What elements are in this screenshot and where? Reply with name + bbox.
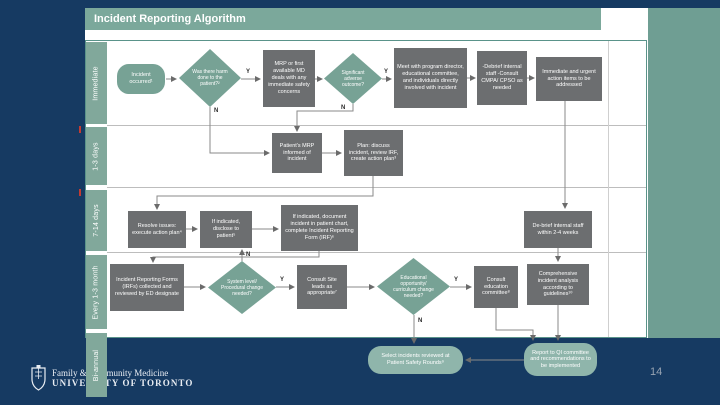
uoft-crest-icon <box>31 365 46 391</box>
node-debrief-consult-cmpa: -Debrief internal staff -Consult CMPA/ C… <box>477 51 527 105</box>
flowchart-panel <box>85 40 647 338</box>
branch-label-yes: Y <box>454 277 459 283</box>
node-select-incidents-rounds: Select incidents reviewed at Patient Saf… <box>368 346 463 374</box>
grid-separator-3 <box>107 252 646 253</box>
row-label-every-1-3-month: Every 1-3 month <box>86 255 107 329</box>
node-mrp-informed: Patient's MRP informed of incident <box>272 133 322 173</box>
node-comprehensive-analysis: Comprehensive incident analysis accordin… <box>527 264 589 305</box>
branch-label-no: N <box>341 105 346 111</box>
comment-marker-1 <box>79 126 81 133</box>
node-document-incident-irf: If indicated, document incident in patie… <box>281 205 358 251</box>
node-irfs-collected: Incident Reporting Forms (IRFs) collecte… <box>110 264 184 311</box>
row-label-immediate: Immediate <box>86 42 107 124</box>
branch-label-yes: Y <box>280 277 285 283</box>
row-label-bi-annual-text: Bi-annual <box>93 349 101 381</box>
row-label-7-14-days-text: 7-14 days <box>93 204 101 237</box>
footer-logo: Family & Community Medicine UNIVERSITY O… <box>30 357 220 399</box>
row-label-1-3-days-text: 1-3 days <box>93 141 101 171</box>
footer-university-name: UNIVERSITY OF TORONTO <box>52 378 194 388</box>
row-label-immediate-text: Immediate <box>93 65 101 101</box>
row-label-7-14-days: 7-14 days <box>86 190 107 251</box>
row-label-1-3-days: 1-3 days <box>86 127 107 185</box>
node-mrp-deals-safety: MRP or first available MD deals with any… <box>263 50 315 107</box>
row-label-bi-annual: Bi-annual <box>86 333 107 397</box>
footer-org-name: Family & Community Medicine <box>52 368 169 378</box>
grid-separator-1 <box>107 125 646 126</box>
node-incident-occurred: Incident occurred¹ <box>117 64 165 94</box>
node-report-qi-committee: Report to QI committee and recommendatio… <box>524 343 597 376</box>
node-meet-program-director: Meet with program director, educational … <box>394 48 467 108</box>
page-title: Incident Reporting Algorithm <box>94 13 246 25</box>
branch-label-no: N <box>214 108 219 114</box>
footer-text: Family & Community Medicine UNIVERSITY O… <box>52 368 193 388</box>
grid-separator-2 <box>107 187 646 188</box>
branch-label-no: N <box>418 318 423 324</box>
page-number: 14 <box>650 366 663 378</box>
grid-column-line <box>608 41 609 337</box>
node-urgent-action-items: Immediate and urgent action items to be … <box>536 57 602 101</box>
row-label-every-1-3-month-text: Every 1-3 month <box>93 264 101 320</box>
node-resolve-issues: Resolve issues: execute action plan⁴ <box>128 211 186 248</box>
node-disclose-to-patient: If indicated, disclose to patient⁵ <box>200 211 252 248</box>
branch-label-yes: Y <box>246 69 251 75</box>
node-consult-site-leads: Consult Site leads as appropriate⁷ <box>297 265 347 309</box>
right-accent-band <box>648 8 720 338</box>
node-plan-discuss-incident: Plan: discuss incident, review IRF, crea… <box>344 130 403 176</box>
branch-label-no: N <box>246 252 251 258</box>
node-consult-education-committee: Consult education committee⁸ <box>474 266 518 308</box>
slide-title-bar: Incident Reporting Algorithm <box>85 8 601 30</box>
node-debrief-internal-staff: De-brief internal staff within 2-4 weeks <box>524 211 592 248</box>
comment-marker-2 <box>79 189 81 196</box>
branch-label-yes: Y <box>384 69 389 75</box>
